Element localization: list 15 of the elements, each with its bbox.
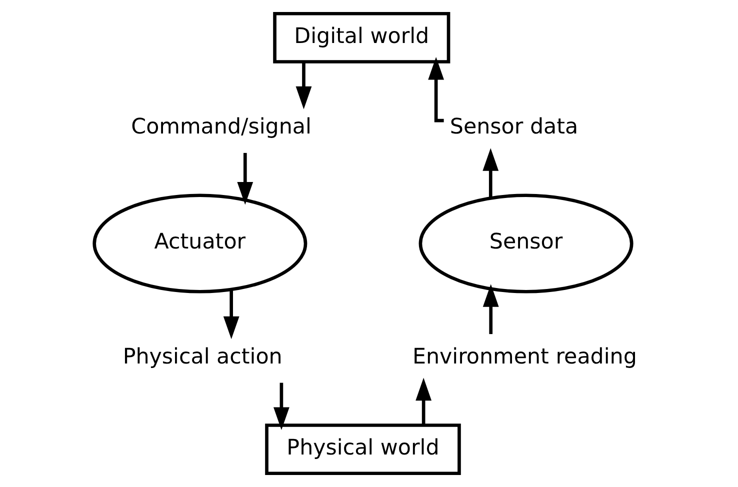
arrow	[296, 62, 312, 110]
node-text: Environment reading	[412, 344, 637, 370]
node-ellipse: Actuator	[92, 194, 308, 294]
node-box: Digital world	[273, 12, 450, 64]
arrow	[237, 152, 254, 205]
arrow	[482, 148, 499, 198]
node-box: Physical world	[265, 424, 461, 476]
arrow	[416, 378, 432, 425]
node-text: Sensor data	[450, 114, 578, 140]
arrow	[274, 382, 290, 430]
arrow	[223, 290, 240, 340]
arrow	[482, 284, 499, 334]
node-text: Physical action	[122, 344, 282, 370]
node-ellipse: Sensor	[418, 194, 634, 294]
node-text: Command/signal	[131, 114, 312, 140]
